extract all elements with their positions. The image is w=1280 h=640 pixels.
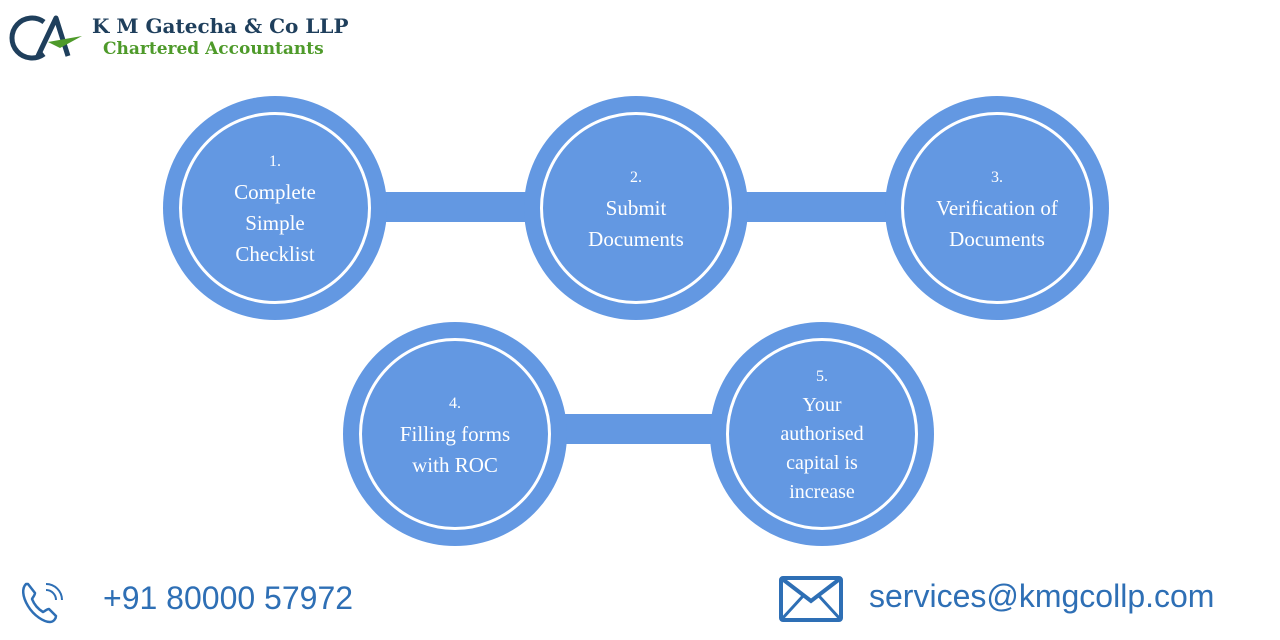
firm-logo: K M Gatecha & Co LLP Chartered Accountan… (8, 10, 349, 66)
mail-icon (779, 576, 843, 622)
step-number: 5. (816, 367, 828, 385)
phone-icon (22, 582, 63, 624)
step-number: 1. (269, 153, 281, 170)
connector-1-2 (380, 192, 530, 222)
step-number: 4. (448, 394, 461, 412)
step-label: Your authorised capital is increase (780, 393, 864, 503)
step-number: 2. (630, 168, 642, 186)
ca-logo-icon (9, 15, 82, 61)
connector-4-5 (560, 414, 720, 444)
step-circle-5: 5. Your authorised capital is increase (710, 322, 934, 546)
step-label: Filling forms with ROC (399, 421, 511, 477)
step-circle-1: 1. Complete Simple Checklist (163, 96, 387, 320)
phone-number[interactable]: +91 80000 57972 (103, 580, 354, 616)
step-label: Complete Simple Checklist (234, 180, 316, 266)
firm-name: K M Gatecha & Co LLP (92, 14, 349, 38)
firm-subtitle: Chartered Accountants (103, 39, 324, 59)
step-label: Verification of Documents (936, 195, 1058, 251)
step-circle-4: 4. Filling forms with ROC (343, 322, 567, 546)
step-label: Submit Documents (588, 195, 684, 251)
email-address[interactable]: services@kmgcollp.com (869, 578, 1215, 614)
step-circle-3: 3. Verification of Documents (885, 96, 1109, 320)
step-circle-2: 2. Submit Documents (524, 96, 748, 320)
step-number: 3. (991, 168, 1003, 186)
connector-2-3 (740, 192, 890, 222)
